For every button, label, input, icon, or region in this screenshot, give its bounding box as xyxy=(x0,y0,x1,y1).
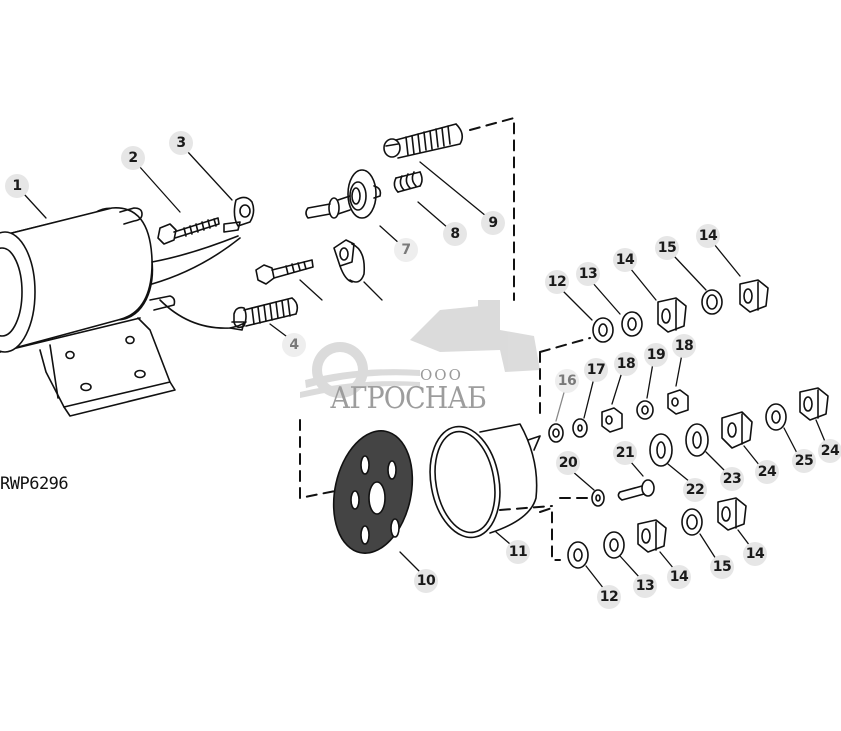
spring-part-8[interactable] xyxy=(393,171,423,193)
callout-part-16[interactable]: 16 xyxy=(555,369,579,393)
nut-part-18-a[interactable] xyxy=(601,407,623,433)
washer-part-25[interactable] xyxy=(765,403,787,431)
callout-part-14[interactable]: 14 xyxy=(743,542,767,566)
watermark-prefix: ООО xyxy=(420,366,463,384)
callout-part-17[interactable]: 17 xyxy=(584,358,608,382)
callout-part-10[interactable]: 10 xyxy=(414,569,438,593)
contact-plate-part-6[interactable] xyxy=(333,239,366,283)
housing-cup-part-11[interactable] xyxy=(422,421,541,543)
washer-part-13-top[interactable] xyxy=(621,311,643,337)
callout-part-9[interactable]: 9 xyxy=(481,211,505,235)
callout-part-23[interactable]: 23 xyxy=(720,467,744,491)
callout-part-12[interactable]: 12 xyxy=(597,585,621,609)
washer-part-13-bottom[interactable] xyxy=(603,531,625,559)
washer-part-20[interactable] xyxy=(591,489,605,507)
callout-part-13[interactable]: 13 xyxy=(633,574,657,598)
washer-part-16[interactable] xyxy=(548,423,564,443)
plunger-part-7[interactable] xyxy=(305,169,382,219)
lockwasher-part-19[interactable] xyxy=(636,400,654,420)
ring-terminal-part-3[interactable] xyxy=(223,196,255,233)
callout-part-22[interactable]: 22 xyxy=(683,478,707,502)
callout-part-18[interactable]: 18 xyxy=(614,352,638,376)
callout-part-18[interactable]: 18 xyxy=(672,334,696,358)
lockwasher-part-15-top[interactable] xyxy=(701,289,723,315)
callout-part-20[interactable]: 20 xyxy=(556,451,580,475)
callout-part-7[interactable]: 7 xyxy=(394,238,418,262)
callout-part-24[interactable]: 24 xyxy=(818,439,841,463)
callout-part-21[interactable]: 21 xyxy=(613,441,637,465)
washer-part-17[interactable] xyxy=(572,418,588,438)
callout-part-25[interactable]: 25 xyxy=(792,449,816,473)
nut-part-18-b[interactable] xyxy=(667,389,689,415)
watermark-brand-name: АГРОСНАБ xyxy=(330,381,487,416)
watermark-logo-icon xyxy=(300,300,540,398)
callout-part-14[interactable]: 14 xyxy=(667,565,691,589)
washer-part-12-top[interactable] xyxy=(592,317,614,343)
drawing-code-label: RWP6296 xyxy=(0,474,69,494)
nut-part-14-top-2[interactable] xyxy=(739,279,769,313)
slotted-screw-part-9[interactable] xyxy=(383,123,464,159)
lockwasher-part-15-bottom[interactable] xyxy=(681,508,703,536)
callout-part-14[interactable]: 14 xyxy=(613,248,637,272)
washer-part-12-bottom[interactable] xyxy=(567,541,589,569)
washer-part-22[interactable] xyxy=(649,433,673,467)
nut-part-14-top-1[interactable] xyxy=(657,297,687,333)
callout-part-1[interactable]: 1 xyxy=(5,174,29,198)
screw-part-21[interactable] xyxy=(617,479,655,501)
callout-part-12[interactable]: 12 xyxy=(545,270,569,294)
callout-part-2[interactable]: 2 xyxy=(121,146,145,170)
callout-part-13[interactable]: 13 xyxy=(576,262,600,286)
callout-part-11[interactable]: 11 xyxy=(506,540,530,564)
nut-part-24-b[interactable] xyxy=(799,387,829,421)
callout-part-15[interactable]: 15 xyxy=(655,236,679,260)
callout-part-4[interactable]: 4 xyxy=(282,333,306,357)
callout-part-15[interactable]: 15 xyxy=(710,555,734,579)
nut-part-24-a[interactable] xyxy=(721,411,753,449)
bolt-part-5[interactable] xyxy=(255,259,314,285)
callout-part-3[interactable]: 3 xyxy=(169,131,193,155)
callout-part-8[interactable]: 8 xyxy=(443,222,467,246)
nut-part-14-bottom-1[interactable] xyxy=(637,519,667,553)
nut-part-14-bottom-2[interactable] xyxy=(717,497,747,531)
assembly-guide-lines xyxy=(299,117,591,561)
callout-part-19[interactable]: 19 xyxy=(644,343,668,367)
callout-part-14[interactable]: 14 xyxy=(696,224,720,248)
bolt-part-2[interactable] xyxy=(157,217,220,245)
terminal-screw-part-4[interactable] xyxy=(229,297,299,331)
gasket-disc-part-10[interactable] xyxy=(323,423,423,560)
solenoid-body-part-1[interactable] xyxy=(0,203,247,417)
washer-part-23[interactable] xyxy=(685,423,709,457)
callout-part-24[interactable]: 24 xyxy=(755,460,779,484)
